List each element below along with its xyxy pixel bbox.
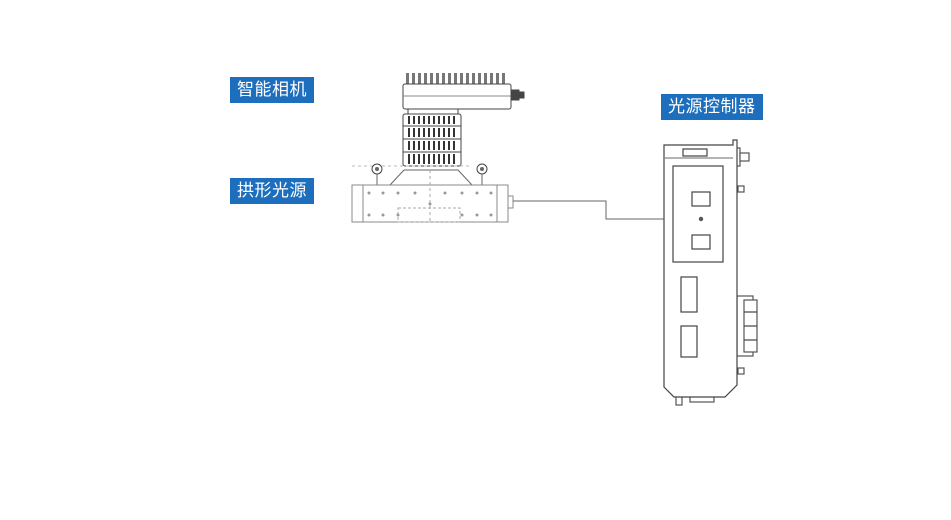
controller-label: 光源控制器 [661,94,763,120]
controller-port-top [691,191,711,207]
mounting-knob-right [476,163,488,185]
connection-cable [513,200,700,220]
arch-light-label: 拱形光源 [230,178,314,204]
controller-input-point [698,216,704,222]
arch-light-source [351,163,514,223]
controller-slot-lower [680,325,698,358]
camera-connector [510,89,520,101]
controller-port-bottom [691,234,711,250]
mounting-knob-left [371,163,383,185]
smart-camera [402,73,525,167]
controller-side-connector [736,295,758,357]
light-source-controller [663,139,758,406]
controller-slot-upper [680,276,698,313]
camera-lens [402,113,462,167]
smart-camera-label: 智能相机 [230,77,314,103]
camera-heatsink [406,73,505,85]
